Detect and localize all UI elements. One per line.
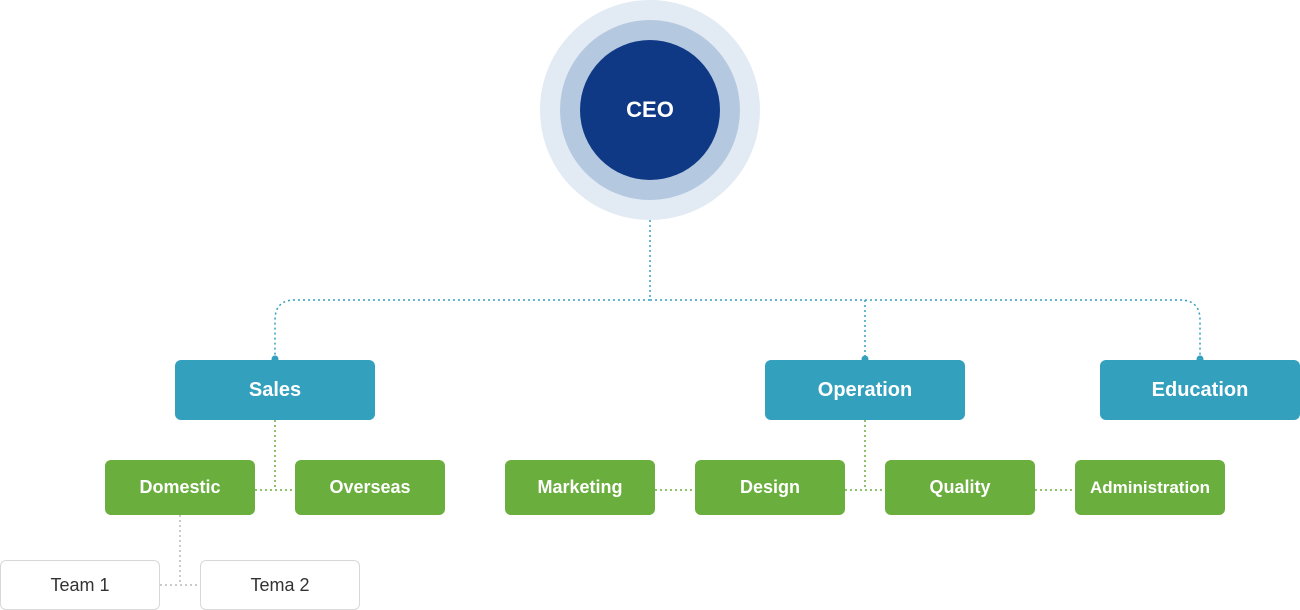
unit-quality: Quality	[885, 460, 1035, 515]
bus-to-sales	[274, 299, 650, 360]
unit-design-label: Design	[739, 477, 800, 497]
team-2: Tema 2	[200, 560, 360, 610]
team-2-label: Tema 2	[250, 574, 310, 595]
unit-marketing-label: Marketing	[537, 477, 623, 497]
dept-sales-label: Sales	[248, 378, 302, 401]
unit-overseas: Overseas	[295, 460, 445, 515]
unit-connectors	[255, 420, 1075, 491]
dept-operation-label: Operation	[817, 378, 913, 401]
unit-design: Design	[695, 460, 845, 515]
dept-operation: Operation	[765, 360, 965, 420]
unit-administration: Administration	[1075, 460, 1225, 515]
dept-education-label: Education	[1151, 378, 1249, 401]
unit-quality-label: Quality	[929, 477, 991, 497]
team-1-label: Team 1	[50, 574, 110, 595]
unit-marketing: Marketing	[505, 460, 655, 515]
connector-dots	[271, 355, 1204, 363]
unit-domestic: Domestic	[105, 460, 255, 515]
ceo-label: CEO	[626, 97, 674, 122]
bus-to-education	[865, 299, 1201, 360]
team-1: Team 1	[0, 560, 160, 610]
ceo-node: CEO	[580, 40, 720, 180]
unit-domestic-label: Domestic	[139, 477, 221, 497]
unit-administration-label: Administration	[1090, 477, 1210, 497]
unit-overseas-label: Overseas	[329, 477, 411, 497]
dept-education: Education	[1100, 360, 1300, 420]
ceo-connectors	[274, 220, 1201, 360]
team-connectors	[160, 515, 200, 586]
dept-sales: Sales	[175, 360, 375, 420]
